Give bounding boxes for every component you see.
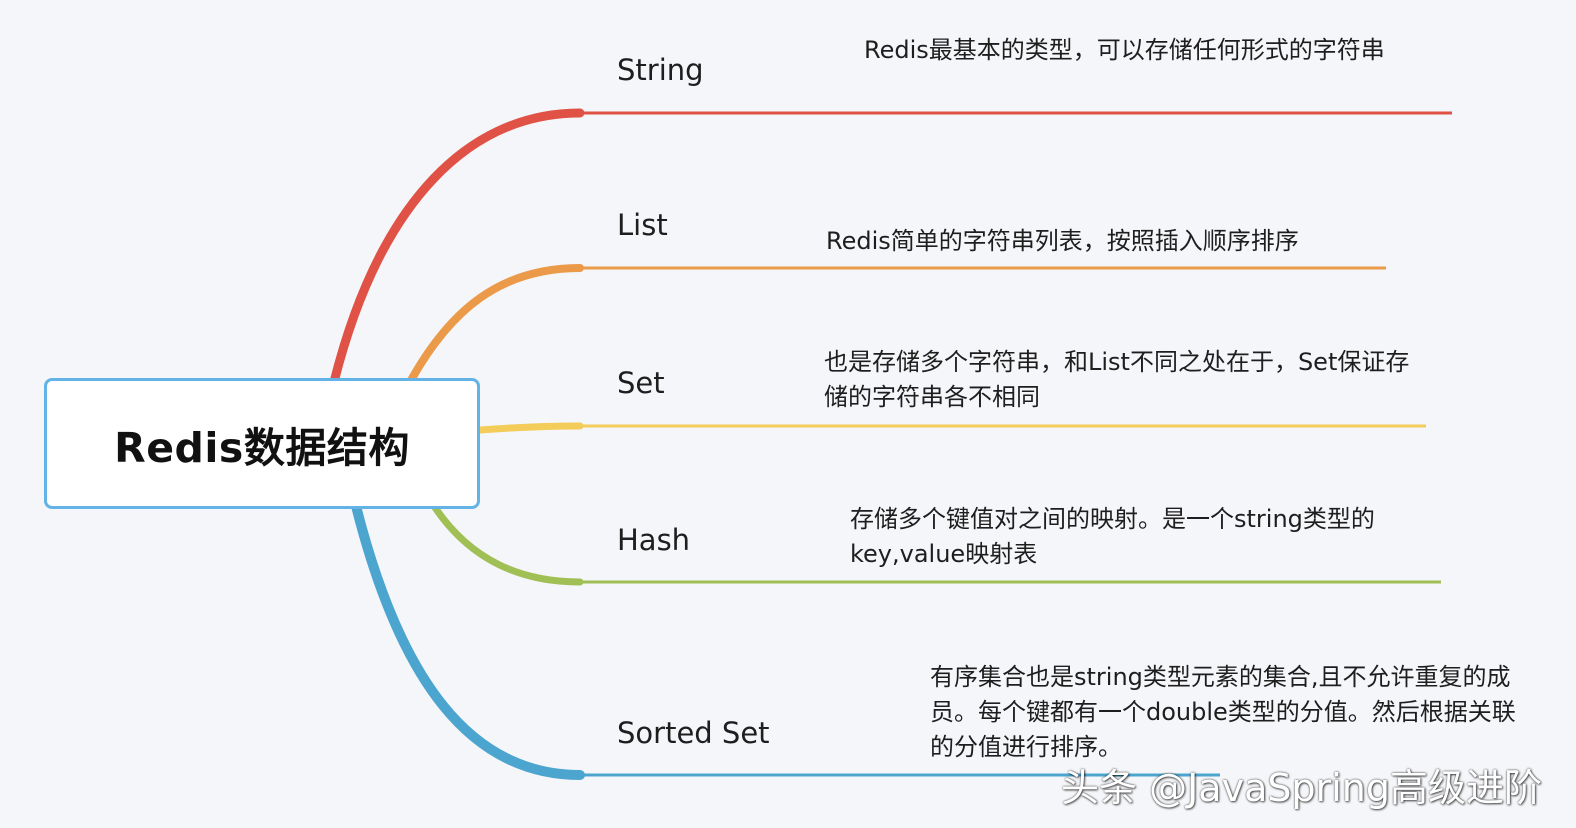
root-node: Redis数据结构 [44, 378, 480, 509]
branch-curve-hash [430, 502, 584, 586]
branch-curve-string [329, 108, 585, 387]
branch-desc-hash: 存储多个键值对之间的映射。是一个string类型的key,value映射表 [850, 505, 1375, 568]
branch-desc-list: Redis简单的字符串列表，按照插入顺序排序 [826, 227, 1299, 255]
branch-desc-set: 也是存储多个字符串，和List不同之处在于，Set保证存储的字符串各不相同 [824, 348, 1410, 411]
branch-label-set: Set [617, 366, 665, 400]
root-title: Redis数据结构 [114, 423, 410, 472]
branch-curve-set [476, 422, 584, 434]
branch-desc-sorted-set: 有序集合也是string类型元素的集合,且不允许重复的成员。每个键都有一个dou… [930, 663, 1516, 761]
branch-curve-sorted-set [351, 501, 585, 780]
branch-label-hash: Hash [617, 523, 691, 557]
branch-label-list: List [617, 208, 668, 242]
branch-label-string: String [617, 53, 704, 87]
watermark: 头条 @JavaSpring高级进阶 [1061, 766, 1542, 810]
branch-curve-list [406, 264, 584, 386]
branch-label-sorted-set: Sorted Set [617, 716, 770, 750]
branch-desc-string: Redis最基本的类型，可以存储任何形式的字符串 [864, 36, 1385, 64]
